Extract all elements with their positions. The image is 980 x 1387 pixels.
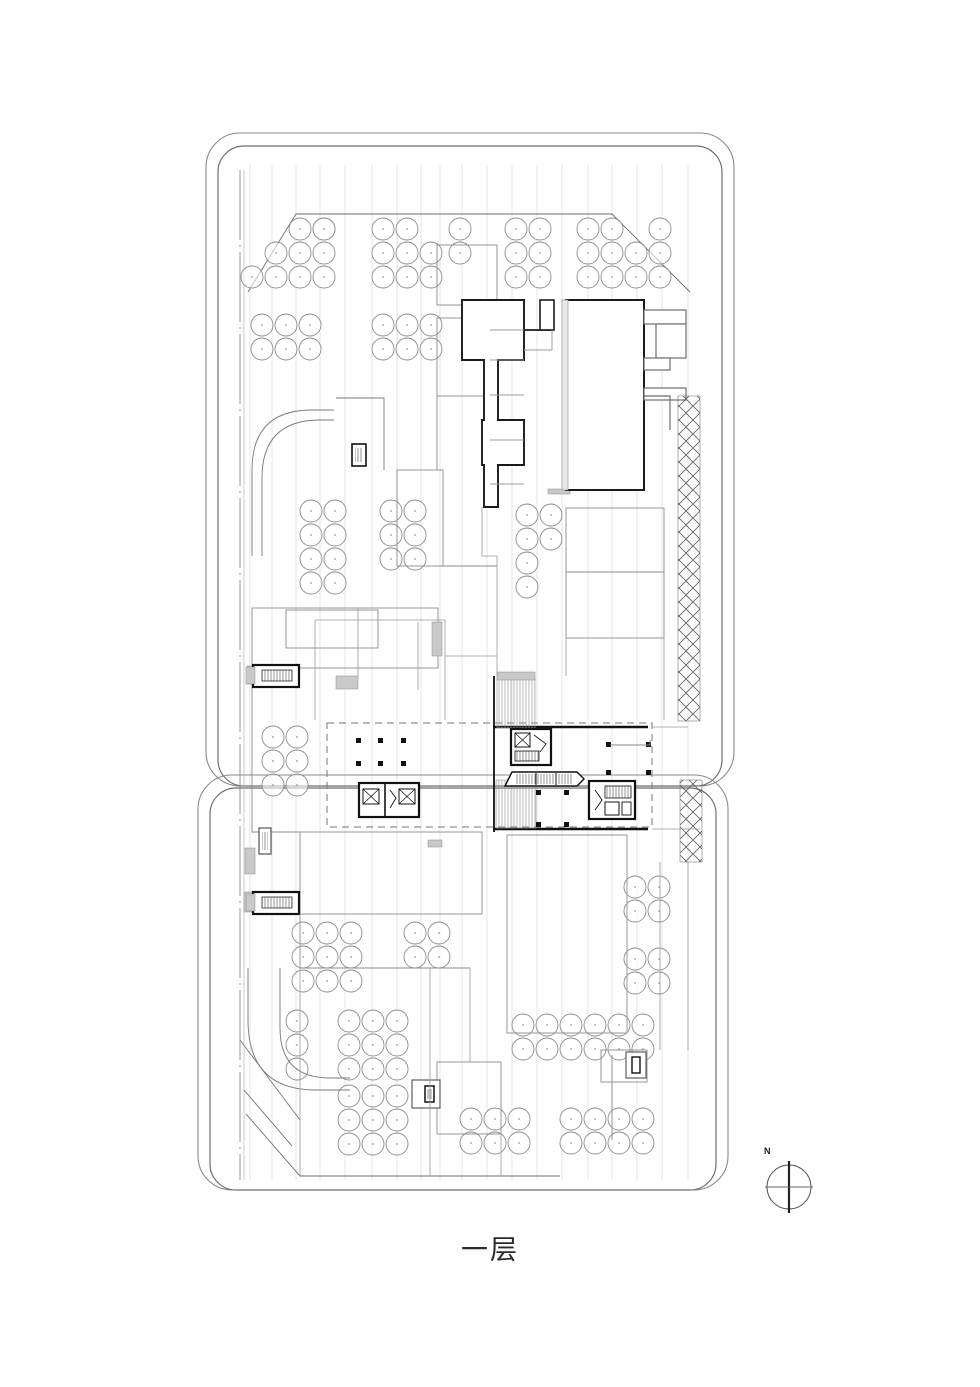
ramp-east-lower	[679, 779, 703, 863]
central-dashed-extent	[326, 722, 653, 828]
grove-sw-4	[337, 1009, 409, 1081]
column-grid-left	[356, 738, 406, 766]
grove-nw-4	[371, 313, 443, 361]
atrium-hatch-south	[495, 779, 537, 829]
north-arrow	[765, 1161, 813, 1213]
central-core-zone	[326, 671, 653, 832]
grove-nn-1	[448, 217, 552, 289]
core-west-entry-upper	[245, 663, 301, 689]
core-south-plaza	[411, 1079, 441, 1109]
secondary-structure	[299, 507, 700, 1176]
grove-nw-3	[250, 313, 322, 361]
grove-c-1	[515, 503, 563, 599]
north-tower-block	[565, 299, 645, 491]
north-west-wing	[461, 299, 525, 508]
core-west-mid	[258, 827, 272, 855]
site-boundary	[197, 132, 735, 1191]
curved-driveways	[239, 397, 385, 1121]
circulation-cores	[245, 443, 647, 1109]
grove-se-1	[623, 875, 671, 923]
column-grid-right	[536, 742, 651, 827]
building-masses	[461, 299, 687, 508]
plan-caption: 一层	[461, 1235, 519, 1266]
hatched-ramps	[677, 395, 703, 863]
core-south-east-small	[625, 1051, 647, 1079]
grove-sw-5	[337, 1084, 409, 1156]
grove-w-1	[299, 499, 347, 595]
grove-ne-1	[576, 217, 672, 289]
core-west-entry-lower	[245, 890, 301, 916]
core-central-upper	[509, 727, 553, 767]
core-south-east	[587, 779, 637, 821]
grove-se-2	[623, 947, 671, 995]
atrium-hatch-north	[496, 677, 536, 729]
escalator-run	[503, 771, 585, 787]
core-north-small	[351, 443, 367, 467]
grove-w-2	[379, 499, 427, 571]
core-south-west	[357, 781, 421, 819]
grove-sw-1	[291, 921, 363, 993]
ramp-east-upper	[677, 395, 701, 722]
grove-sw-2	[403, 921, 451, 969]
north-arrow-label: N	[764, 1146, 771, 1156]
grove-s-2	[459, 1107, 531, 1155]
grove-s-3	[559, 1107, 655, 1155]
